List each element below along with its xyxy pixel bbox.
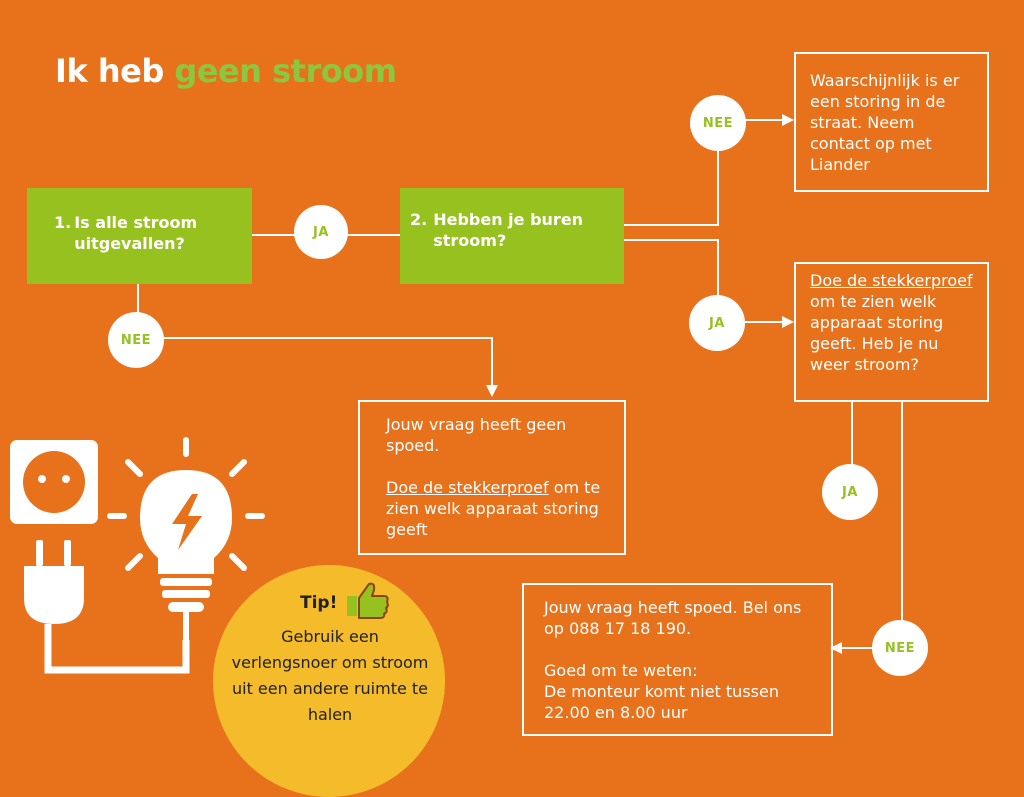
power-socket-icon	[10, 440, 98, 524]
title-part-2: geen stroom	[174, 52, 397, 90]
thumbs-up-icon	[347, 582, 389, 619]
power-illustration	[10, 437, 265, 674]
question-2-box: 2. Hebben je buren stroom?	[400, 188, 624, 284]
geen-spoed-text: Jouw vraag heeft geen spoed.	[386, 415, 567, 455]
spoed-note-heading: Goed om te weten:	[544, 661, 698, 680]
nee-circle-q2: NEE	[690, 95, 746, 151]
nee-circle-q3: NEE	[872, 620, 928, 676]
ja-circle-q3: JA	[822, 464, 878, 520]
storing-straat-box: Waarschijnlijk is er een storing in de s…	[794, 52, 989, 192]
geen-spoed-stekkerproef-link[interactable]: Doe de stekkerproef	[386, 478, 549, 497]
title-part-1: Ik heb	[55, 52, 164, 90]
question-1-number: 1.	[54, 213, 72, 232]
page-title: Ik heb geen stroom	[55, 52, 397, 90]
nee-circle-q1: NEE	[108, 312, 164, 368]
spoed-box: Jouw vraag heeft spoed. Bel ons op 088 1…	[522, 583, 833, 736]
question-2-number: 2.	[410, 210, 428, 229]
spoed-note-text: De monteur komt niet tussen 22.00 en 8.0…	[544, 682, 779, 722]
ja-circle-q1: JA	[294, 205, 348, 259]
plug-icon	[24, 540, 190, 674]
stekkerproef-question-box: Doe de stekkerproef om te zien welk appa…	[794, 262, 989, 402]
question-1-box: 1. Is alle stroom uitgevallen?	[27, 188, 252, 284]
tip-text: Gebruik een verlengsnoer om stroom uit e…	[231, 627, 429, 724]
stekkerproef-question-text: om te zien welk apparaat storing geeft. …	[810, 292, 944, 374]
question-2-text: Hebben je buren stroom?	[433, 210, 584, 250]
light-bulb-icon	[107, 437, 265, 642]
spoed-text: Jouw vraag heeft spoed. Bel ons op 088 1…	[544, 598, 802, 638]
stekkerproef-link[interactable]: Doe de stekkerproef	[810, 271, 973, 290]
question-1-text: Is alle stroom uitgevallen?	[74, 213, 198, 253]
storing-straat-text: Waarschijnlijk is er een storing in de s…	[810, 71, 960, 174]
tip-circle	[213, 565, 445, 797]
ja-circle-q2: JA	[689, 295, 745, 351]
geen-spoed-box: Jouw vraag heeft geen spoed. Doe de stek…	[358, 400, 626, 555]
geen-spoed-instruction: om te zien welk apparaat storing geeft	[386, 478, 601, 539]
tip-heading: Tip!	[300, 593, 338, 613]
